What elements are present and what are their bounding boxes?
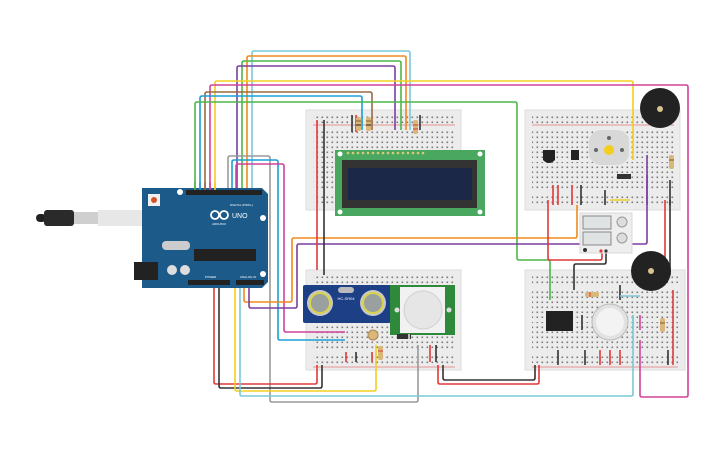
arduino-uno-label: UNO bbox=[232, 213, 248, 220]
arduino-power-label: POWER bbox=[205, 275, 217, 279]
transistor-large[interactable] bbox=[543, 150, 555, 163]
wire-magenta-long bbox=[209, 84, 689, 398]
lcd-display[interactable] bbox=[335, 150, 485, 216]
wire-black-bb-link bbox=[442, 365, 536, 381]
wire-red-power bbox=[213, 283, 318, 385]
photoresistor[interactable] bbox=[367, 329, 379, 341]
wires bbox=[194, 50, 689, 403]
wire-red-v2 bbox=[547, 200, 603, 261]
resistor-5 bbox=[669, 155, 674, 169]
wire-cyan-analog bbox=[239, 283, 634, 397]
buzzer-top[interactable] bbox=[640, 88, 680, 128]
arduino-analog-label: ANALOG IN bbox=[240, 275, 256, 279]
resistor-2 bbox=[366, 117, 371, 131]
wire-green-top bbox=[241, 60, 402, 190]
resistor-3 bbox=[413, 120, 418, 134]
wire-blue-digital bbox=[231, 159, 345, 341]
wire-cyan-top bbox=[251, 50, 411, 190]
wire-magenta-digital bbox=[235, 163, 345, 333]
wire-red-bb-link bbox=[437, 365, 540, 385]
wire-black-ps bbox=[573, 252, 607, 290]
resistors[interactable] bbox=[356, 117, 674, 360]
wire-orange-analog bbox=[243, 205, 578, 303]
resistor-1 bbox=[356, 117, 361, 131]
ultrasonic-label: HC-SR04 bbox=[337, 296, 355, 301]
wire-yellow-long bbox=[214, 80, 634, 190]
resistor-6 bbox=[585, 292, 599, 297]
arduino-header-wires bbox=[194, 182, 216, 190]
wire-blue-top bbox=[199, 95, 363, 190]
buzzer-bottom[interactable] bbox=[631, 251, 671, 291]
power-supply[interactable] bbox=[579, 212, 633, 254]
ultrasonic-sensor[interactable]: HC-SR04 bbox=[303, 285, 391, 323]
wire-gray-digital bbox=[227, 155, 419, 403]
wire-purple-top bbox=[236, 65, 396, 190]
resistor-4 bbox=[378, 346, 383, 360]
diode[interactable] bbox=[397, 334, 411, 339]
arduino-brand-label: ARDUINO bbox=[212, 222, 227, 226]
wire-brown bbox=[204, 91, 373, 190]
arduino-digital-label: DIGITAL (PWM~) bbox=[230, 203, 253, 207]
resistor-7 bbox=[660, 318, 665, 332]
wire-yellow-analog bbox=[234, 283, 377, 392]
wire-orange-top bbox=[246, 55, 407, 190]
wire-black-power bbox=[218, 283, 323, 389]
relay[interactable] bbox=[546, 311, 573, 331]
arduino-uno[interactable]: UNO ARDUINO DIGITAL (PWM~) POWER ANALOG … bbox=[134, 188, 268, 288]
dc-motor[interactable] bbox=[589, 130, 629, 165]
jumpers bbox=[345, 115, 674, 365]
wire-purple-analog bbox=[248, 175, 648, 309]
transistor-small[interactable] bbox=[571, 150, 579, 160]
usb-cable[interactable] bbox=[36, 210, 142, 226]
pir-sensor[interactable] bbox=[390, 285, 455, 335]
gas-sensor[interactable] bbox=[591, 303, 629, 341]
slide-switch[interactable] bbox=[617, 174, 631, 179]
